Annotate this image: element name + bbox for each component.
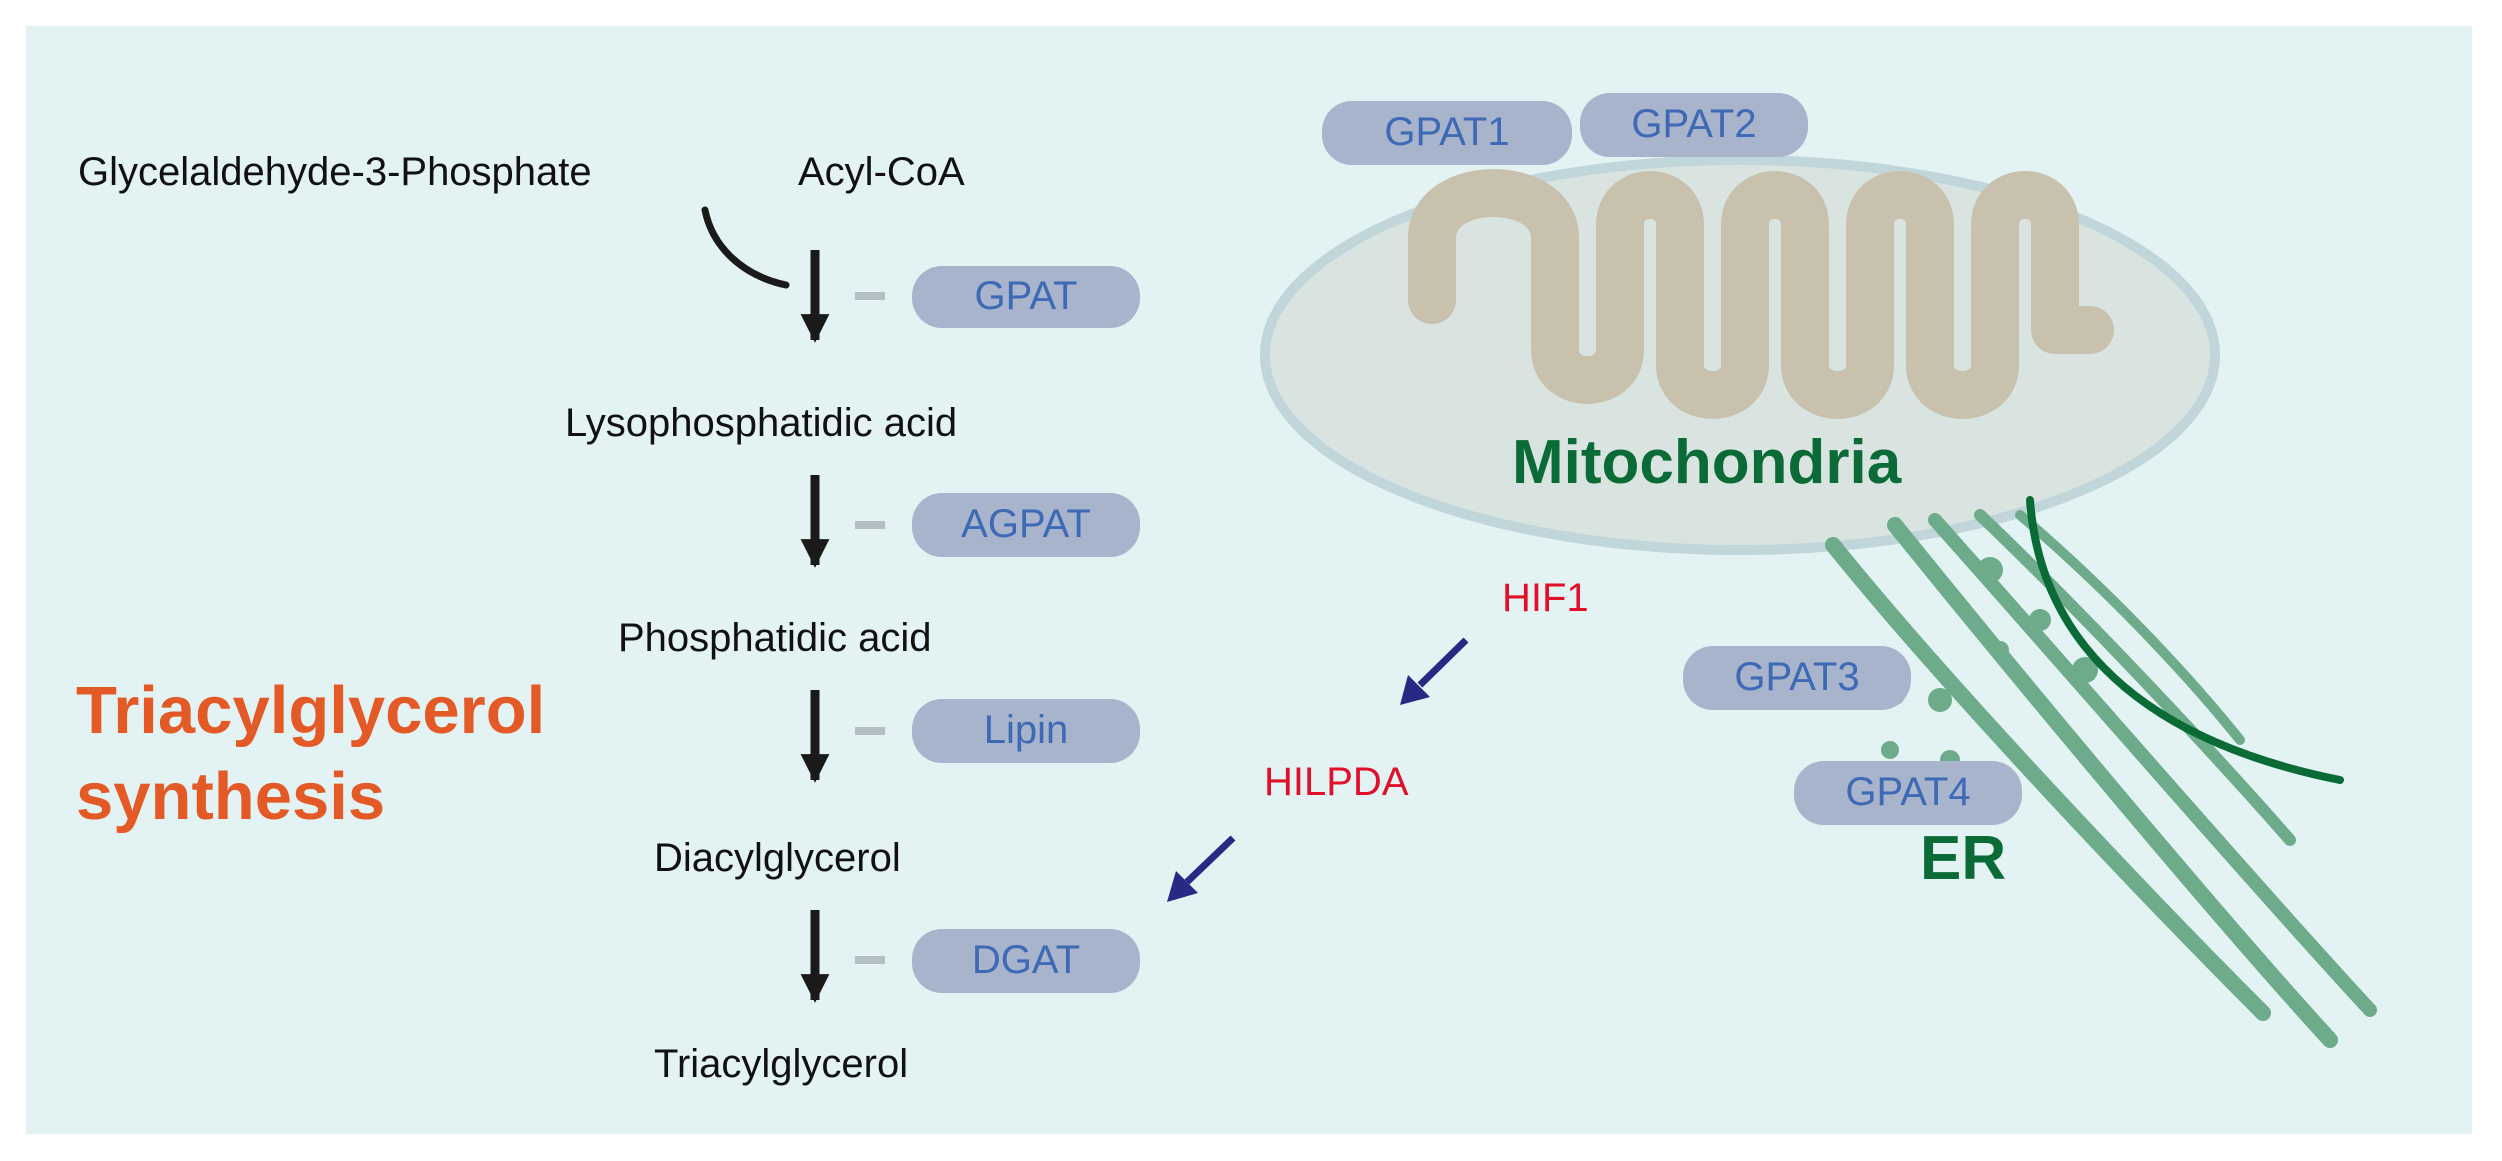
substrate-join-curve — [701, 206, 790, 289]
organelle-mitochondria-label: Mitochondria — [1512, 428, 1902, 497]
regulator-hilpda-label: HILPDA — [1264, 760, 1409, 804]
metabolite-dag-label: Diacylglycerol — [654, 836, 901, 880]
isoform-gpat4-pill: GPAT4 — [1794, 761, 2022, 825]
isoform-gpat3-pill: GPAT3 — [1683, 646, 1911, 710]
enzyme-dgat-pill: DGAT — [912, 929, 1140, 993]
isoform-gpat2-pill: GPAT2 — [1580, 93, 1808, 157]
er-membrane-curve — [2026, 496, 2344, 784]
regulation-arrow-hif1-hilpda — [1400, 637, 1469, 705]
er-shape — [1825, 509, 2377, 1048]
regulation-arrow-hilpda-dgat — [1167, 835, 1236, 902]
enzyme-agpat-pill: AGPAT — [912, 493, 1140, 557]
enzyme-lipin-pill: Lipin — [912, 699, 1140, 763]
regulator-hif1-label: HIF1 — [1502, 576, 1589, 620]
metabolite-pa-label: Phosphatidic acid — [618, 616, 932, 660]
enzyme-gpat-pill: GPAT — [912, 266, 1140, 328]
substrate-g3p-label: Glycelaldehyde-3-Phosphate — [78, 150, 592, 194]
mitochondria-cristae — [1408, 169, 2114, 419]
substrate-acyl-coa-label: Acyl-CoA — [798, 150, 965, 194]
metabolite-tag-label: Triacylglycerol — [654, 1042, 909, 1086]
diagram-title: Triacylglycerol synthesis — [76, 668, 545, 840]
title-line-2: synthesis — [76, 759, 386, 834]
isoform-gpat1-pill: GPAT1 — [1322, 101, 1572, 165]
organelle-er-label: ER — [1920, 824, 2007, 893]
metabolite-lpa-label: Lysophosphatidic acid — [565, 401, 958, 445]
title-line-1: Triacylglycerol — [76, 673, 546, 748]
